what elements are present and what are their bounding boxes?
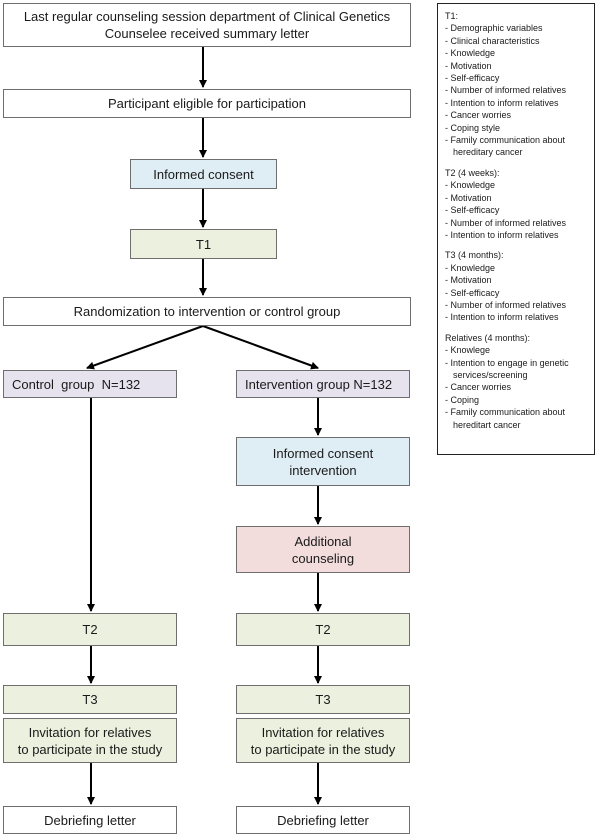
control-group-box: Control group N=132 bbox=[3, 370, 177, 398]
start-line-1: Last regular counseling session departme… bbox=[23, 9, 391, 24]
measures-t3-list: KnowledgeMotivationSelf-efficacyNumber o… bbox=[445, 262, 590, 324]
intervention-t2-box: T2 bbox=[236, 613, 410, 646]
measures-t2: T2 (4 weeks): KnowledgeMotivationSelf-ef… bbox=[445, 167, 590, 241]
arrow-randomization-to-intervention bbox=[202, 325, 319, 370]
intervention-group-label: Intervention group N=132 bbox=[245, 376, 393, 392]
control-t3-label: T3 bbox=[82, 692, 98, 707]
measure-item: Demographic variables bbox=[445, 22, 590, 34]
start-line-2: Counselee received summary letter bbox=[104, 26, 310, 41]
counseling-line-2: counseling bbox=[291, 550, 355, 566]
measure-item: Cancer worries bbox=[445, 109, 590, 121]
control-invitation-box: Invitation for relatives to participate … bbox=[3, 718, 177, 763]
measure-item: Intention to inform relatives bbox=[445, 311, 590, 323]
measure-item: Knowledge bbox=[445, 262, 590, 274]
measures-t2-list: KnowledgeMotivationSelf-efficacyNumber o… bbox=[445, 179, 590, 241]
measure-item: Motivation bbox=[445, 274, 590, 286]
measure-item: Cancer worries bbox=[445, 381, 590, 393]
measures-t1: T1: Demographic variablesClinical charac… bbox=[445, 10, 590, 159]
control-group-label: Control group N=132 bbox=[12, 376, 141, 392]
eligible-label: Participant eligible for participation bbox=[108, 96, 306, 111]
randomization-box: Randomization to intervention or control… bbox=[3, 297, 411, 326]
measures-t3-title: T3 (4 months): bbox=[445, 250, 504, 261]
intervention-debriefing-box: Debriefing letter bbox=[236, 806, 410, 834]
measure-item: Family communication about hereditary ca… bbox=[445, 134, 590, 159]
intervention-debriefing-label: Debriefing letter bbox=[277, 812, 369, 828]
measures-t3: T3 (4 months): KnowledgeMotivationSelf-e… bbox=[445, 249, 590, 323]
measures-relatives-list: KnowlegeIntention to engage in genetic s… bbox=[445, 344, 590, 431]
intervention-invite-line-1: Invitation for relatives bbox=[261, 724, 385, 740]
measures-relatives: Relatives (4 months): KnowlegeIntention … bbox=[445, 332, 590, 431]
intervention-t3-label: T3 bbox=[315, 692, 331, 707]
control-t2-label: T2 bbox=[82, 622, 98, 637]
control-t3-box: T3 bbox=[3, 685, 177, 714]
measure-item: Knowlege bbox=[445, 344, 590, 356]
intervention-invite-line-2: to participate in the study bbox=[250, 741, 396, 757]
additional-counseling-box: Additional counseling bbox=[236, 526, 410, 573]
measure-item: Intention to inform relatives bbox=[445, 97, 590, 109]
measure-item: Clinical characteristics bbox=[445, 35, 590, 47]
measures-t1-list: Demographic variablesClinical characteri… bbox=[445, 22, 590, 158]
measure-item: Self-efficacy bbox=[445, 287, 590, 299]
measure-item: Number of informed relatives bbox=[445, 299, 590, 311]
measures-t1-title: T1: bbox=[445, 11, 459, 21]
measure-item: Motivation bbox=[445, 192, 590, 204]
measures-relatives-title: Relatives (4 months): bbox=[445, 332, 531, 343]
consent-intervention-line-1: Informed consent bbox=[272, 445, 374, 461]
measure-item: Self-efficacy bbox=[445, 204, 590, 216]
measure-item: Intention to inform relatives bbox=[445, 229, 590, 241]
measure-item: Family communication about hereditart ca… bbox=[445, 406, 590, 431]
arrow-randomization-to-control bbox=[86, 325, 204, 370]
informed-consent-box: Informed consent bbox=[130, 159, 277, 189]
measure-item: Coping style bbox=[445, 122, 590, 134]
measure-item: Knowledge bbox=[445, 179, 590, 191]
measure-item: Number of informed relatives bbox=[445, 84, 590, 96]
counseling-line-1: Additional bbox=[294, 533, 352, 549]
control-t2-box: T2 bbox=[3, 613, 177, 646]
intervention-t2-label: T2 bbox=[315, 622, 331, 637]
eligible-box: Participant eligible for participation bbox=[3, 89, 411, 118]
measure-item: Intention to engage in genetic services/… bbox=[445, 357, 590, 382]
randomization-label: Randomization to intervention or control… bbox=[73, 304, 341, 319]
measures-t2-title: T2 (4 weeks): bbox=[445, 167, 500, 178]
control-invite-line-2: to participate in the study bbox=[17, 741, 163, 757]
measure-item: Knowledge bbox=[445, 47, 590, 59]
control-invite-line-1: Invitation for relatives bbox=[28, 724, 152, 740]
control-debriefing-label: Debriefing letter bbox=[44, 812, 136, 828]
measures-panel: T1: Demographic variablesClinical charac… bbox=[437, 3, 595, 455]
intervention-invitation-box: Invitation for relatives to participate … bbox=[236, 718, 410, 763]
t1-box: T1 bbox=[130, 229, 277, 259]
control-debriefing-box: Debriefing letter bbox=[3, 806, 177, 834]
t1-label: T1 bbox=[195, 236, 212, 252]
start-box: Last regular counseling session departme… bbox=[3, 3, 411, 47]
informed-consent-label: Informed consent bbox=[153, 166, 254, 182]
consent-intervention-line-2: intervention bbox=[289, 462, 357, 478]
measure-item: Number of informed relatives bbox=[445, 217, 590, 229]
measure-item: Coping bbox=[445, 394, 590, 406]
informed-consent-intervention-box: Informed consent intervention bbox=[236, 437, 410, 486]
intervention-t3-box: T3 bbox=[236, 685, 410, 714]
measure-item: Motivation bbox=[445, 60, 590, 72]
intervention-group-box: Intervention group N=132 bbox=[236, 370, 410, 398]
measure-item: Self-efficacy bbox=[445, 72, 590, 84]
